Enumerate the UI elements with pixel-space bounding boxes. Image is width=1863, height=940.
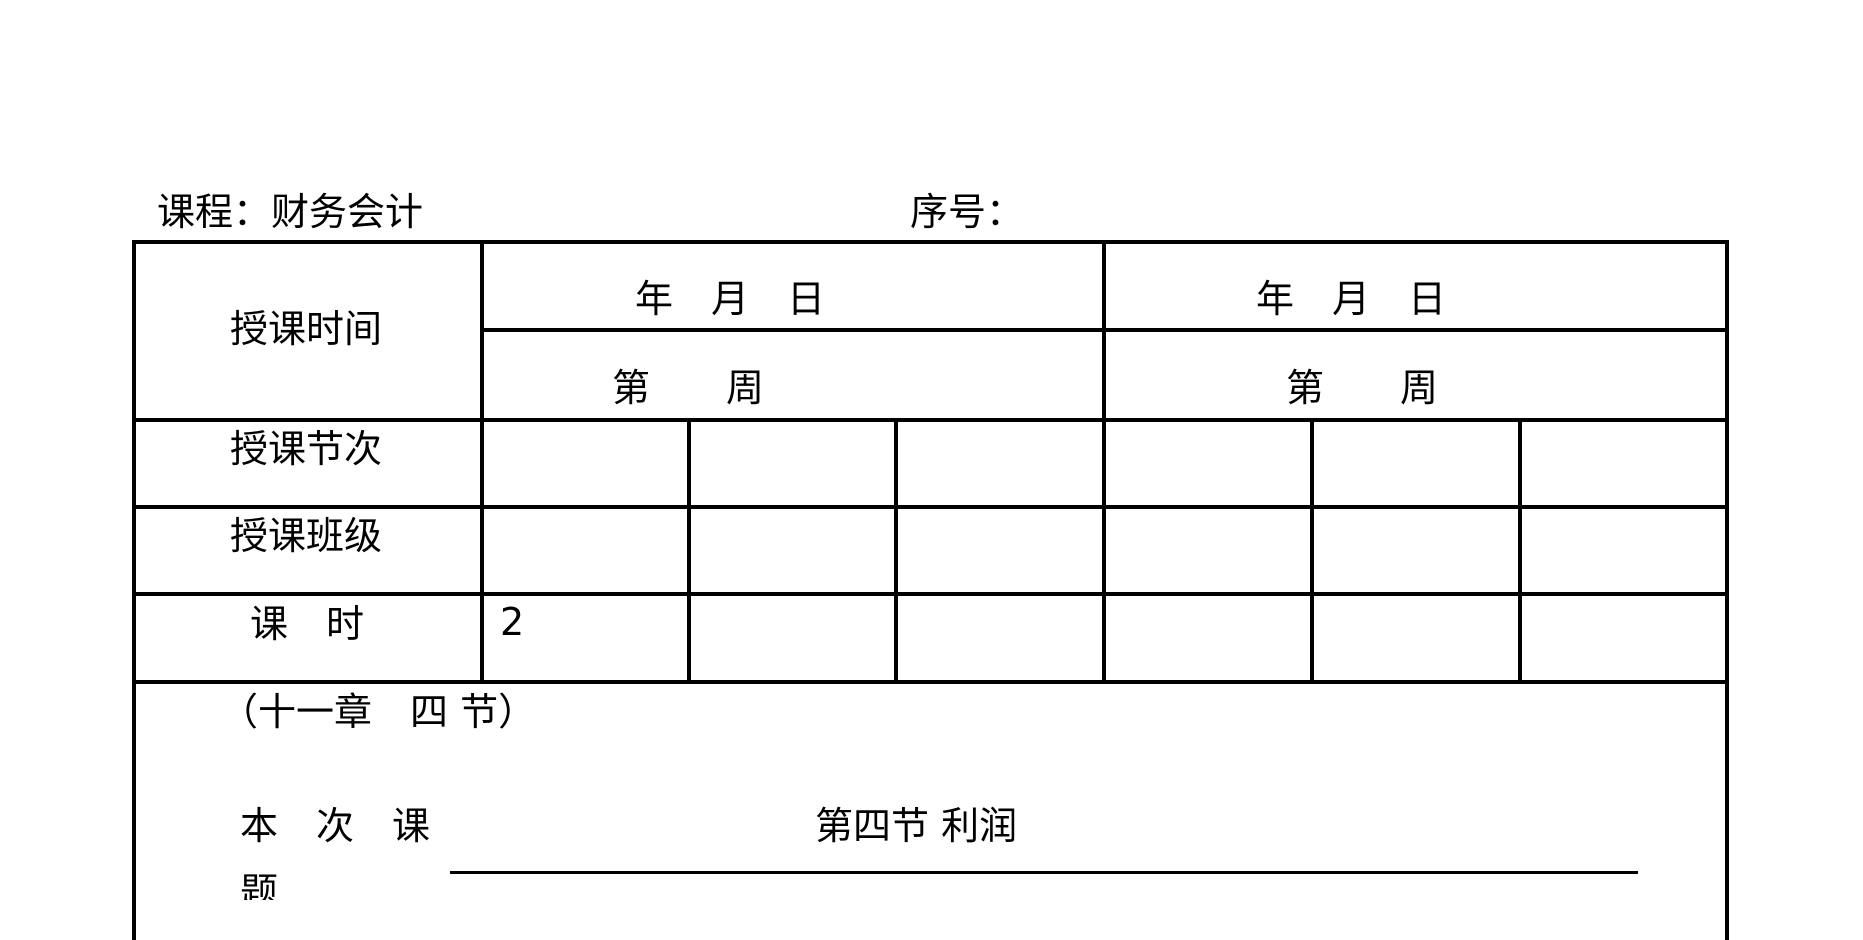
lesson-title: 第四节 利润: [815, 804, 1018, 848]
table-rule: [132, 680, 1729, 684]
label-teaching-class: 授课班级: [230, 514, 383, 558]
label-teaching-period: 授课节次: [230, 427, 383, 471]
week-left: 第 周: [611, 366, 765, 410]
lesson-title-underline: [450, 871, 1638, 874]
hours-value: 2: [500, 600, 525, 644]
table-rule: [132, 418, 1729, 422]
table-rule: [1102, 240, 1106, 682]
lesson-topic-label: 本 次 课: [240, 804, 431, 848]
table-rule: [1518, 418, 1522, 682]
lesson-plan-table: [132, 240, 1729, 940]
table-rule: [480, 240, 484, 682]
table-rule: [132, 592, 1729, 596]
date-right: 年 月 日: [1255, 277, 1447, 321]
label-class-hours: 课 时: [250, 602, 365, 646]
course-label: 课程：财务会计: [157, 190, 424, 234]
table-rule: [687, 418, 691, 682]
chapter-section: （十一章 四 节）: [220, 690, 537, 734]
date-left: 年 月 日: [634, 277, 826, 321]
week-right: 第 周: [1285, 366, 1439, 410]
label-teaching-time: 授课时间: [230, 307, 383, 351]
table-rule: [1310, 418, 1314, 682]
table-rule: [894, 418, 898, 682]
lesson-topic-label-continued: 题: [240, 870, 279, 900]
table-rule: [132, 505, 1729, 509]
sequence-label: 序号：: [910, 190, 1025, 234]
